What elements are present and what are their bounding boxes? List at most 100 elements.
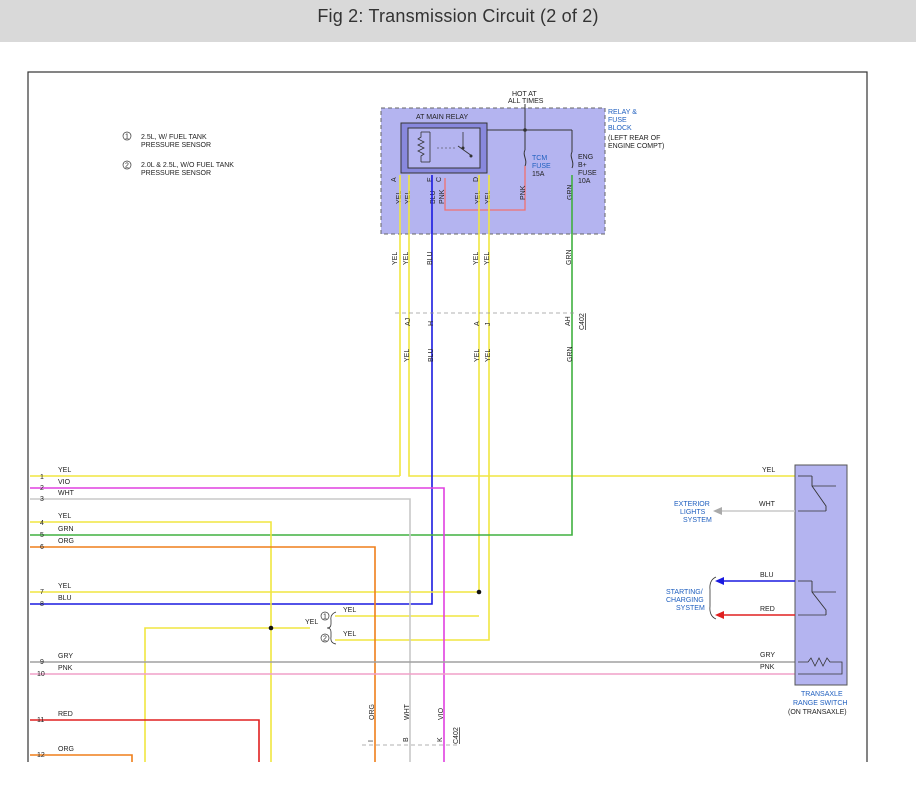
- row-num-11: 11: [37, 717, 44, 724]
- c402-below-label-3: YEL: [474, 349, 481, 362]
- eng-fuse-label-3: FUSE: [578, 170, 597, 177]
- switch-wire-label-2: WHT: [759, 501, 776, 508]
- tcm-fuse-label-2: FUSE: [532, 163, 551, 170]
- eng-fuse-label-2: B+: [578, 162, 587, 169]
- c402-pin-j: J: [485, 323, 492, 327]
- c402-pin-ah: AH: [565, 316, 572, 326]
- splice-mark-2: [320, 633, 330, 643]
- splice-brace: [326, 611, 337, 645]
- row-label-5: GRN: [58, 526, 74, 533]
- pin-c: C: [436, 177, 443, 182]
- tcm-fuse-label-3: 15A: [532, 171, 545, 178]
- relay-coil-icon: [417, 132, 425, 162]
- legend-mark-1: [122, 131, 132, 141]
- row-label-6: ORG: [58, 538, 74, 545]
- block-label-3: BLOCK: [608, 125, 632, 132]
- bottom-connector-name: C402: [453, 727, 460, 744]
- eng-fuse-icon: [570, 151, 574, 169]
- switch-wire-label-3: BLU: [760, 572, 774, 579]
- c402-above-label-4: YEL: [473, 252, 480, 265]
- pink-internal-wire: [444, 166, 526, 211]
- eng-fuse-label-4: 10A: [578, 178, 591, 185]
- pin-d: D: [473, 177, 480, 182]
- eng-fuse-label-1: ENG: [578, 154, 593, 161]
- row-11-wire: [30, 719, 260, 762]
- row-12-wire: [30, 754, 133, 762]
- row-6-wire: [30, 546, 376, 762]
- range-switch-name-2: RANGE SWITCH: [793, 700, 847, 707]
- grn-wire: [30, 175, 573, 536]
- c402-below-label-2: BLU: [428, 348, 435, 362]
- relay-fuse-block: HOT AT ALL TIMES RELAY & FUSE BLOCK (LEF…: [380, 91, 664, 235]
- c402-above-label-3: BLU: [427, 251, 434, 265]
- splice-in-wire: [144, 627, 310, 762]
- block-label-1: RELAY &: [608, 109, 637, 116]
- row-num-10: 10: [37, 671, 45, 678]
- row-label-8: BLU: [58, 595, 72, 602]
- row-label-12: ORG: [58, 746, 74, 753]
- row-num-7: 7: [40, 589, 44, 596]
- row-num-12: 12: [37, 752, 45, 759]
- row-num-5: 5: [40, 532, 44, 539]
- row-2-wire: [30, 487, 445, 762]
- range-switch-name-1: TRANSAXLE: [801, 691, 843, 698]
- c402-above-label-2: YEL: [403, 252, 410, 265]
- splice-out-1-label: YEL: [343, 607, 356, 614]
- c402-above-label-5: YEL: [484, 252, 491, 265]
- pin-e: E: [427, 177, 434, 182]
- legend-mark-2-text: 2: [125, 163, 129, 170]
- relay-wire-label-8: GRN: [567, 184, 574, 200]
- switch-wire-label-1: YEL: [762, 467, 775, 474]
- row-label-9: GRY: [58, 653, 73, 660]
- range-switch-box: [794, 464, 848, 686]
- row-num-2: 2: [40, 485, 44, 492]
- splice-mark-1: [320, 611, 330, 621]
- row-num-1: 1: [40, 474, 44, 481]
- splice-in-label: YEL: [305, 619, 318, 626]
- block-location-2: ENGINE COMPT): [608, 143, 664, 150]
- switch-2-arm: [811, 581, 827, 615]
- c402-pin-a: A: [474, 321, 481, 326]
- relay-wire-label-4: PNK: [439, 189, 446, 204]
- wht-arrow-icon: [713, 507, 722, 515]
- bottom-connector: ORG WHT VIO I B K C402: [362, 703, 460, 746]
- range-switch-name-3: (ON TRANSAXLE): [788, 709, 847, 716]
- row-num-6: 6: [40, 544, 44, 551]
- relay-wire-label-3: BLU: [430, 190, 437, 204]
- exterior-label-3: SYSTEM: [683, 517, 712, 524]
- transaxle-range-switch: TRANSAXLE RANGE SWITCH (ON TRANSAXLE) YE…: [666, 464, 848, 716]
- bottom-wire-label-2: WHT: [404, 703, 411, 720]
- legend: 1 2.5L, W/ FUEL TANK PRESSURE SENSOR 2 2…: [122, 131, 234, 177]
- bottom-cutoff: [0, 762, 916, 790]
- block-label-2: FUSE: [608, 117, 627, 124]
- starting-label-2: CHARGING: [666, 597, 704, 604]
- c402-pin-h: H: [428, 321, 435, 326]
- tcm-fuse-label-1: TCM: [532, 155, 547, 162]
- row-label-2: VIO: [58, 479, 71, 486]
- row-num-9: 9: [40, 659, 44, 666]
- row-label-7: YEL: [58, 583, 71, 590]
- splice-mark-1-text: 1: [323, 614, 327, 621]
- c402-above-label-6: GRN: [566, 249, 573, 265]
- bottom-wire-label-1: ORG: [369, 704, 376, 720]
- row-label-4: YEL: [58, 513, 71, 520]
- c402-below-label-4: YEL: [485, 349, 492, 362]
- c402-below-label-1: YEL: [404, 349, 411, 362]
- red-arrow-icon: [715, 611, 724, 619]
- yel-wire-e: [335, 175, 490, 641]
- resistor-icon: [798, 657, 843, 675]
- switch-1-arm: [811, 476, 827, 511]
- c402-name: C402: [579, 313, 586, 330]
- splice-mark-2-text: 2: [323, 636, 327, 643]
- switch-wire-label-6: PNK: [760, 664, 775, 671]
- hot-label-1: HOT AT: [512, 91, 537, 98]
- relay-switch-pivot: [461, 146, 465, 150]
- bottom-pin-i: I: [368, 740, 375, 742]
- pin-a: A: [391, 177, 398, 182]
- row-label-11: RED: [58, 711, 73, 718]
- relay-switch-arm: [457, 145, 473, 157]
- exterior-label-2: LIGHTS: [680, 509, 706, 516]
- row-label-1: YEL: [58, 467, 71, 474]
- switch-wire-label-5: GRY: [760, 652, 775, 659]
